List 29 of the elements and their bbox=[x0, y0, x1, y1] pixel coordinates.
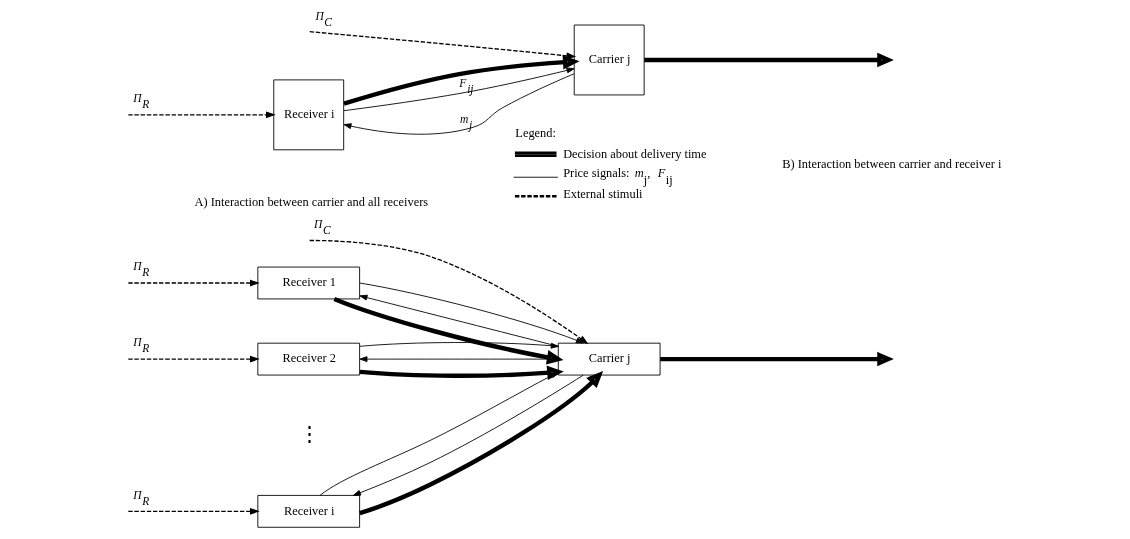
node-box: Receiver 2 bbox=[256, 342, 360, 376]
node-box: Carrier j bbox=[557, 342, 660, 376]
arrow bbox=[308, 239, 588, 345]
arrow bbox=[343, 73, 574, 135]
node-box: Receiver i bbox=[272, 79, 344, 151]
arrow bbox=[352, 374, 584, 496]
legend-label: Decision about delivery time bbox=[562, 146, 706, 161]
arrow bbox=[643, 52, 894, 68]
arrow bbox=[319, 371, 559, 496]
label: A) Interaction between carrier and all receivers bbox=[194, 194, 428, 209]
arrow bbox=[342, 52, 580, 106]
arrow bbox=[127, 355, 260, 363]
arrow bbox=[342, 67, 574, 112]
legend-label: External stimuli bbox=[562, 187, 643, 202]
arrow bbox=[333, 296, 563, 365]
arrow bbox=[127, 279, 260, 287]
arrow bbox=[308, 31, 580, 70]
arrow bbox=[359, 365, 564, 381]
label: ⋮ bbox=[298, 421, 320, 446]
arrow bbox=[358, 371, 603, 516]
arrow bbox=[127, 111, 276, 119]
node-box: Receiver 1 bbox=[256, 266, 360, 300]
label: Legend: bbox=[514, 126, 556, 141]
node-box: Carrier j bbox=[573, 24, 645, 96]
arrow bbox=[659, 351, 894, 367]
arrow bbox=[127, 507, 260, 515]
node-box: Receiver i bbox=[256, 494, 360, 528]
arrow bbox=[359, 282, 588, 345]
label: B) Interaction between carrier and receiver i bbox=[781, 156, 1001, 171]
